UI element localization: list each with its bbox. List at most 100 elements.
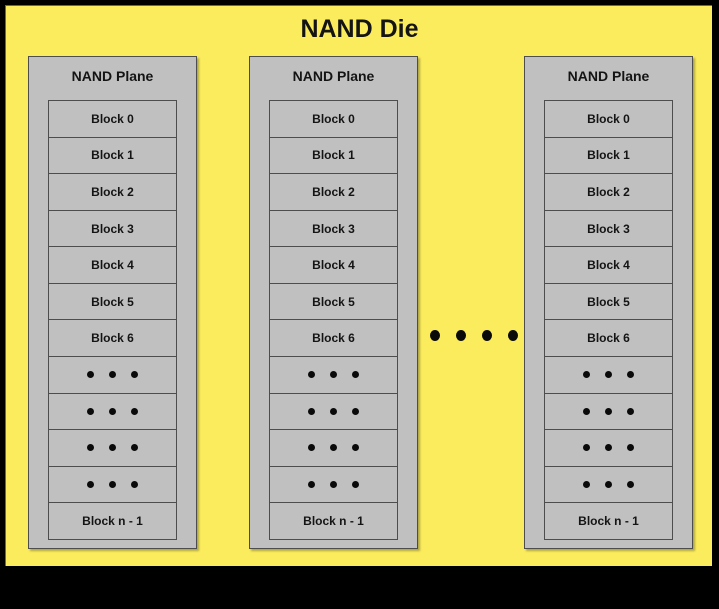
- block-row[interactable]: Block 2: [49, 174, 176, 211]
- nand-plane-3-title: NAND Plane: [567, 68, 650, 84]
- block-row[interactable]: Block 2: [270, 174, 397, 211]
- nand-die-title: NAND Die: [300, 15, 419, 43]
- block-label: Block 1: [587, 148, 630, 163]
- nand-plane-2-block-stack: Block 0 Block 1 Block 2 Block 3 Block 4 Block…: [269, 100, 398, 540]
- nand-plane-1-block-stack: Block 0 Block 1 Block 2 Block 3 Block 4 Block…: [48, 100, 177, 540]
- ellipsis-dot: [627, 481, 634, 489]
- ellipsis-dot: [627, 444, 634, 452]
- ellipsis-dot: [583, 444, 590, 452]
- nand-plane-3-block-stack: Block 0 Block 1 Block 2 Block 3 Block 4 Block…: [544, 100, 673, 540]
- plane-ellipsis-dot: [456, 329, 466, 341]
- block-ellipsis-row[interactable]: [270, 466, 397, 504]
- block-row[interactable]: Block 1: [270, 137, 397, 175]
- block-label: Block 3: [91, 221, 134, 236]
- ellipsis-dot: [583, 371, 590, 379]
- block-label: Block 5: [91, 294, 134, 309]
- ellipsis-dot: [308, 371, 315, 379]
- block-ellipsis-row[interactable]: [270, 430, 397, 467]
- ellipsis-dot: [308, 407, 315, 415]
- ellipsis-dot: [330, 481, 337, 489]
- ellipsis-icon: [87, 371, 138, 379]
- block-label: Block n - 1: [578, 514, 639, 529]
- block-label: Block 5: [587, 294, 630, 309]
- ellipsis-dot: [131, 444, 138, 452]
- block-row[interactable]: Block n - 1: [545, 503, 672, 539]
- block-label: Block 1: [312, 148, 355, 163]
- block-label: Block 4: [91, 258, 134, 273]
- block-row[interactable]: Block 0: [270, 101, 397, 138]
- block-label: Block 2: [91, 184, 134, 199]
- block-row[interactable]: Block 2: [545, 174, 672, 211]
- block-row[interactable]: Block n - 1: [270, 503, 397, 539]
- ellipsis-dot: [330, 371, 337, 379]
- block-label: Block 3: [587, 221, 630, 236]
- ellipsis-dot: [605, 481, 612, 489]
- block-row[interactable]: Block n - 1: [49, 503, 176, 539]
- ellipsis-icon: [583, 481, 634, 489]
- plane-ellipsis-dot: [482, 329, 492, 341]
- block-ellipsis-row[interactable]: [545, 393, 672, 431]
- block-ellipsis-row[interactable]: [545, 430, 672, 467]
- ellipsis-dot: [87, 371, 94, 379]
- block-label: Block n - 1: [303, 514, 364, 529]
- ellipsis-dot: [131, 371, 138, 379]
- block-label: Block 4: [587, 258, 630, 273]
- block-label: Block 6: [587, 331, 630, 346]
- plane-ellipsis-dot: [508, 329, 518, 341]
- ellipsis-dot: [605, 444, 612, 452]
- block-ellipsis-row[interactable]: [270, 393, 397, 431]
- ellipsis-dot: [583, 407, 590, 415]
- nand-plane-1-title: NAND Plane: [71, 68, 154, 84]
- block-label: Block 1: [91, 148, 134, 163]
- block-ellipsis-row[interactable]: [545, 466, 672, 504]
- block-row[interactable]: Block 1: [545, 137, 672, 175]
- block-row[interactable]: Block 0: [49, 101, 176, 138]
- ellipsis-icon: [308, 481, 359, 489]
- ellipsis-icon: [583, 407, 634, 415]
- ellipsis-dot: [352, 407, 359, 415]
- block-row[interactable]: Block 4: [49, 247, 176, 284]
- block-ellipsis-row[interactable]: [49, 393, 176, 431]
- block-label: Block 0: [587, 111, 630, 126]
- block-row[interactable]: Block 5: [49, 283, 176, 321]
- ellipsis-dot: [109, 444, 116, 452]
- block-ellipsis-row[interactable]: [49, 430, 176, 467]
- block-row[interactable]: Block 0: [545, 101, 672, 138]
- block-row[interactable]: Block 4: [545, 247, 672, 284]
- block-row[interactable]: Block 3: [545, 210, 672, 248]
- block-row[interactable]: Block 5: [270, 283, 397, 321]
- block-ellipsis-row[interactable]: [49, 466, 176, 504]
- ellipsis-dot: [87, 481, 94, 489]
- ellipsis-dot: [330, 407, 337, 415]
- ellipsis-icon: [308, 407, 359, 415]
- block-ellipsis-row[interactable]: [545, 357, 672, 394]
- block-row[interactable]: Block 6: [545, 320, 672, 358]
- ellipsis-dot: [109, 371, 116, 379]
- block-row[interactable]: Block 5: [545, 283, 672, 321]
- nand-plane-2-title: NAND Plane: [292, 68, 375, 84]
- ellipsis-icon: [583, 371, 634, 379]
- block-label: Block 5: [312, 294, 355, 309]
- block-row[interactable]: Block 1: [49, 137, 176, 175]
- block-label: Block 2: [587, 184, 630, 199]
- block-ellipsis-row[interactable]: [270, 357, 397, 394]
- ellipsis-dot: [131, 481, 138, 489]
- block-label: Block 2: [312, 184, 355, 199]
- block-row[interactable]: Block 4: [270, 247, 397, 284]
- block-row[interactable]: Block 6: [49, 320, 176, 358]
- block-ellipsis-row[interactable]: [49, 357, 176, 394]
- ellipsis-dot: [330, 444, 337, 452]
- ellipsis-icon: [87, 407, 138, 415]
- block-label: Block 3: [312, 221, 355, 236]
- ellipsis-dot: [87, 444, 94, 452]
- ellipsis-dot: [352, 371, 359, 379]
- block-row[interactable]: Block 3: [49, 210, 176, 248]
- block-row[interactable]: Block 3: [270, 210, 397, 248]
- block-row[interactable]: Block 6: [270, 320, 397, 358]
- ellipsis-dot: [627, 407, 634, 415]
